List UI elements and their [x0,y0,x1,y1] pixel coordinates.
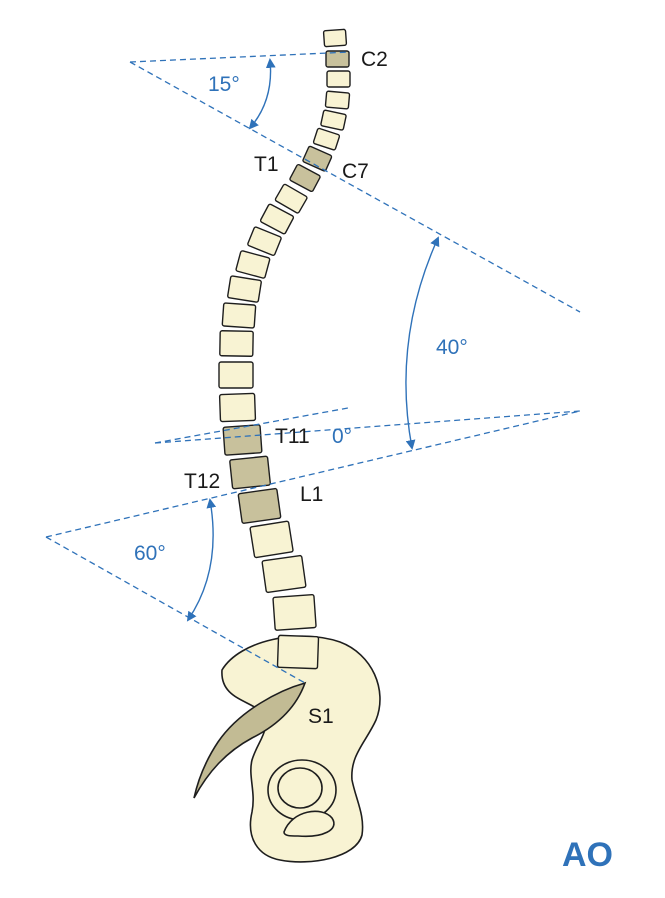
femoral-head [277,767,323,809]
label-l1: L1 [300,483,323,506]
ao-logo: AO [562,836,613,874]
vertebral-column [218,28,351,670]
vertebra [249,520,294,559]
ilium-sacrum [221,635,381,863]
arc-cervical [248,58,276,130]
angle-arcs [186,58,440,622]
vertebra [272,594,317,631]
label-t11: T11 [275,425,310,448]
sacrum-wing [193,681,307,799]
vertebra [276,634,320,670]
t11-endplate-line [154,407,349,444]
s1-endplate-line [45,536,306,684]
angle-label-lumbar: 60° [134,542,166,565]
vertebra [322,28,348,48]
arc-lumbar [186,498,217,622]
vertebra [221,302,257,329]
vertebra [219,330,254,357]
c2-endplate-line [129,51,351,63]
vertebra-t11 [222,424,263,456]
arc-thoracic [405,236,440,450]
vertebra-l1 [237,487,282,524]
vertebra-c2 [325,50,350,68]
label-c2: C2 [361,48,388,71]
vertebra [227,275,262,303]
obturator-foramen [283,810,335,838]
label-s1: S1 [308,705,334,728]
l1-upper-line [45,410,581,538]
angle-lines [45,51,581,684]
c7-endplate-line [129,61,581,313]
angle-label-thoracolumbar: 0° [332,425,352,448]
vertebra [312,127,341,151]
vertebra [235,250,271,279]
vertebra [259,203,295,235]
vertebra-c7 [302,145,333,172]
label-c7: C7 [342,160,369,183]
vertebra [326,70,351,88]
angle-label-cervical: 15° [208,73,240,96]
label-t1: T1 [254,153,279,176]
angle-label-thoracic: 40° [436,336,468,359]
vertebra [324,90,351,110]
vertebra-t12 [229,455,271,490]
label-t12: T12 [184,470,220,493]
vertebra [261,554,307,594]
pelvis [193,635,381,863]
vertebra [247,226,282,256]
vertebra [320,109,347,131]
t12-l1-line [154,410,581,444]
vertebra [218,361,254,389]
vertebra [274,183,308,214]
vertebra [218,392,257,423]
vertebra-t1 [289,163,321,193]
